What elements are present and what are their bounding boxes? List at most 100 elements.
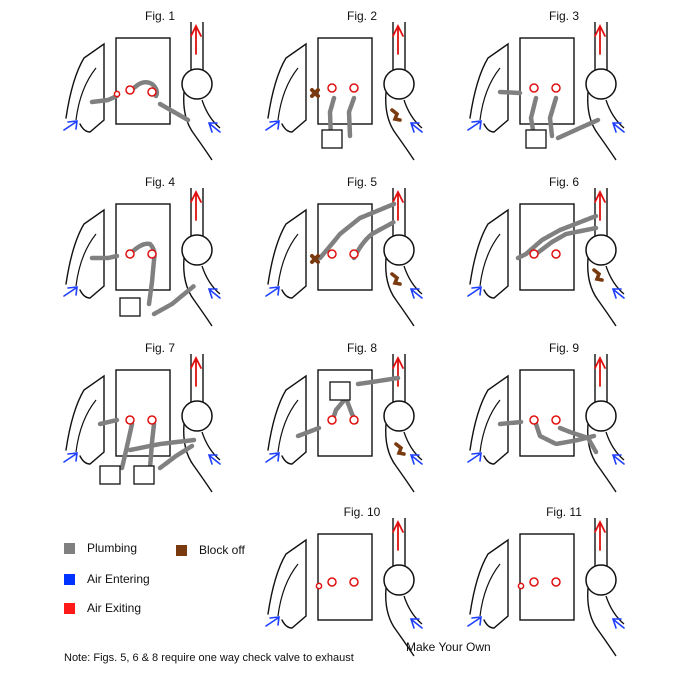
port-2 (551, 249, 561, 259)
figure-11-title: Fig. 11 (546, 505, 582, 519)
plumbing-run-2 (533, 421, 597, 447)
air-entering-arrow-right (207, 122, 221, 133)
figure-2-title: Fig. 2 (347, 9, 377, 23)
exhaust-curve-inner (201, 431, 221, 461)
intake-panel-outline (267, 208, 307, 299)
plumbing-run-1 (89, 80, 191, 123)
center-box (317, 533, 373, 621)
figure-1: Fig. 1 (63, 9, 221, 161)
intake-panel-outline (469, 538, 509, 629)
intake-panel-curve (277, 563, 299, 617)
figure-4: Fig. 4 (63, 175, 221, 327)
plumbing-run-1 (97, 417, 120, 427)
air-entering-arrow-right (409, 122, 423, 133)
air-exiting-arrow (392, 355, 404, 387)
intake-panel-outline (65, 374, 105, 465)
center-box (519, 203, 575, 291)
plumbing-run-3 (355, 375, 401, 387)
air-exiting-arrow (392, 519, 404, 551)
air-entering-arrow-left (467, 616, 482, 627)
plumbing-run-1 (295, 425, 322, 439)
port-1 (327, 249, 337, 259)
intake-panel-curve (479, 563, 501, 617)
figure-3-title: Fig. 3 (549, 9, 579, 23)
figure-9: Fig. 9 (467, 341, 625, 493)
intake-panel-curve (277, 233, 299, 287)
exhaust-curve-inner (403, 99, 423, 129)
port-1 (327, 415, 337, 425)
legend-block-off: Block off (176, 543, 245, 557)
exhaust-curve-outer (183, 91, 213, 161)
intake-panel-curve (479, 67, 501, 121)
legend-block-off-label: Block off (199, 543, 245, 557)
legend-air-entering-label: Air Entering (87, 572, 150, 586)
intake-panel-outline (267, 374, 307, 465)
port-1 (529, 249, 539, 259)
footnote: Note: Figs. 5, 6 & 8 require one way che… (64, 652, 354, 664)
port-1 (125, 415, 135, 425)
exhaust-curve-outer (587, 257, 617, 327)
port-3 (349, 577, 359, 587)
check-valve-2 (133, 465, 155, 485)
air-entering-arrow-right (611, 288, 625, 299)
center-box (317, 369, 373, 457)
figure-1-title: Fig. 1 (145, 9, 175, 23)
exhaust-curve-inner (403, 595, 423, 625)
block-off-right (390, 272, 402, 286)
air-entering-arrow-left (467, 120, 482, 131)
port-3 (551, 577, 561, 587)
exhaust-curve-inner (605, 431, 625, 461)
figure-5: Fig. 5 (265, 175, 423, 327)
exhaust-fan (383, 68, 415, 100)
intake-panel-curve (479, 399, 501, 453)
center-box (115, 203, 171, 291)
intake-panel-curve (75, 67, 97, 121)
plumbing-run-2 (151, 283, 197, 317)
air-exiting-arrow (392, 23, 404, 55)
air-exiting-arrow (594, 519, 606, 551)
figure-5-title: Fig. 5 (347, 175, 377, 189)
intake-panel-outline (469, 374, 509, 465)
intake-panel-curve (75, 233, 97, 287)
block-off-left (310, 254, 320, 264)
center-box (115, 369, 171, 457)
block-off-right (592, 268, 604, 282)
intake-panel-curve (479, 233, 501, 287)
exhaust-curve-inner (403, 265, 423, 295)
exhaust-curve-outer (183, 257, 213, 327)
figure-2: Fig. 2 (265, 9, 423, 161)
make-your-own-label: Make Your Own (406, 640, 491, 654)
port-3 (147, 87, 157, 97)
figure-9-title: Fig. 9 (549, 341, 579, 355)
port-1 (517, 582, 525, 590)
intake-panel-outline (65, 208, 105, 299)
exhaust-curve-outer (385, 257, 415, 327)
exhaust-fan (181, 68, 213, 100)
block-off-swatch (176, 544, 187, 556)
plumbing-run-4 (555, 117, 601, 141)
exhaust-stack (392, 188, 406, 238)
port-1 (529, 415, 539, 425)
plumbing-run-3 (557, 425, 599, 455)
port-2 (529, 577, 539, 587)
figure-8: Fig. 8 (265, 341, 423, 493)
plumbing-run-3 (147, 421, 157, 471)
air-entering-arrow-left (63, 286, 78, 297)
air-entering-arrow-left (265, 616, 280, 627)
plumbing-run-2 (119, 421, 135, 471)
exhaust-fan (383, 234, 415, 266)
figure-11: Fig. 11 (467, 505, 625, 657)
exhaust-curve-outer (587, 91, 617, 161)
port-2 (349, 249, 359, 259)
check-valve-1 (119, 297, 141, 317)
port-2 (551, 83, 561, 93)
figure-7-title: Fig. 7 (145, 341, 175, 355)
exhaust-fan (585, 234, 617, 266)
intake-panel-outline (65, 42, 105, 133)
legend-air-exiting: Air Exiting (64, 601, 141, 615)
air-entering-arrow-left (265, 286, 280, 297)
check-valve-1 (525, 129, 547, 149)
center-box (519, 533, 575, 621)
intake-panel-curve (277, 399, 299, 453)
